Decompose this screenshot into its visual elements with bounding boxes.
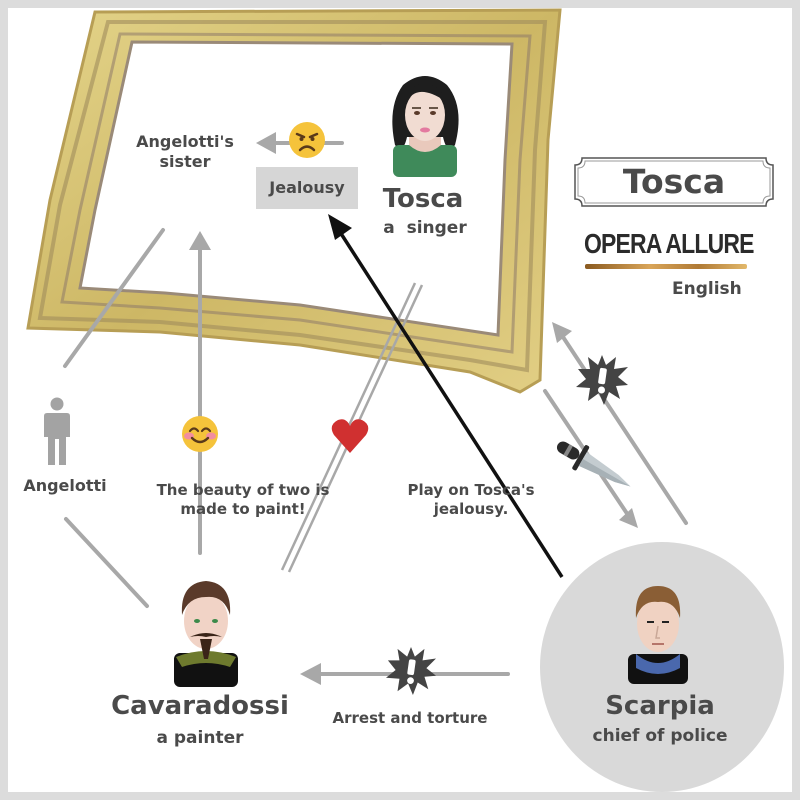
- brand-logo: OPERA ALLURE: [584, 228, 754, 259]
- dagger-icon: [556, 441, 631, 487]
- smiling-face-icon: [182, 416, 218, 452]
- angry-face-icon: [289, 122, 325, 158]
- scarpia-role: chief of police: [592, 726, 728, 746]
- cavaradossi-portrait: [174, 581, 238, 687]
- beauty-label-line2: made to paint!: [180, 499, 306, 518]
- tosca-name: Tosca: [382, 184, 464, 214]
- jealousy-play-line2: jealousy.: [433, 499, 509, 518]
- sister-label-line2: sister: [159, 152, 211, 171]
- arrest-label: Arrest and torture: [332, 709, 488, 727]
- scarpia-name: Scarpia: [605, 691, 715, 721]
- angelotti-name: Angelotti: [23, 476, 107, 495]
- angelottis-sister-label: Angelotti's sister: [120, 132, 250, 172]
- title-plaque: Tosca: [574, 157, 774, 207]
- exclamation-burst-icon: [576, 355, 628, 405]
- cavaradossi-role: a painter: [156, 728, 244, 748]
- opera-title: Tosca: [622, 162, 726, 201]
- jealousy-play-line1: Play on Tosca's: [407, 481, 535, 499]
- sister-label-line1: Angelotti's: [136, 132, 234, 151]
- tosca-portrait: [392, 76, 459, 177]
- beauty-label: The beauty of two is made to paint!: [130, 481, 356, 519]
- brand-underline: [585, 264, 747, 269]
- cavaradossi-name: Cavaradossi: [111, 691, 289, 721]
- person-silhouette-icon: [44, 397, 70, 465]
- heart-icon: [331, 419, 369, 453]
- scarpia-portrait: [628, 586, 688, 684]
- jealousy-label: Jealousy: [256, 167, 358, 209]
- jealousy-play-label: Play on Tosca's jealousy.: [385, 481, 557, 519]
- exclamation-burst-icon: [386, 646, 436, 696]
- beauty-label-line1: The beauty of two is: [156, 481, 330, 499]
- language-label[interactable]: English: [672, 279, 742, 299]
- tosca-role: a singer: [383, 218, 467, 238]
